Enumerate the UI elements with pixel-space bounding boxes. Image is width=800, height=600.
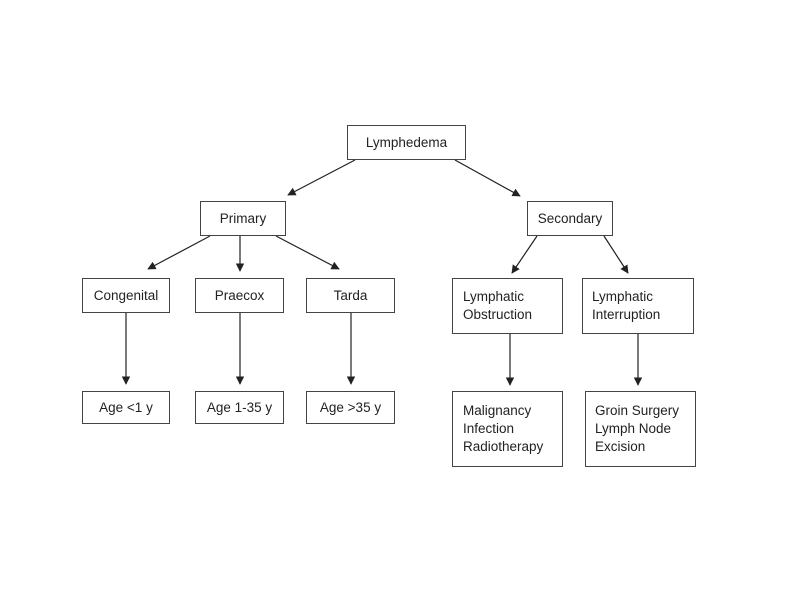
node-age-tarda: Age >35 y xyxy=(306,391,395,424)
node-lymphatic-obstruction: Lymphatic Obstruction xyxy=(452,278,563,334)
node-congenital: Congenital xyxy=(82,278,170,313)
node-praecox: Praecox xyxy=(195,278,284,313)
edge-secondary-to-lymphatic-obstruction xyxy=(511,235,538,274)
edge-lymphedema-to-primary xyxy=(287,159,356,196)
node-secondary: Secondary xyxy=(527,201,613,236)
node-lymphedema: Lymphedema xyxy=(347,125,466,160)
node-obstruction-causes: Malignancy Infection Radiotherapy xyxy=(452,391,563,467)
edge-lymphedema-to-secondary xyxy=(454,159,521,197)
node-lymphatic-interruption: Lymphatic Interruption xyxy=(582,278,694,334)
node-age-congenital: Age <1 y xyxy=(82,391,170,424)
node-primary: Primary xyxy=(200,201,286,236)
node-tarda: Tarda xyxy=(306,278,395,313)
node-interruption-causes: Groin Surgery Lymph Node Excision xyxy=(585,391,696,467)
edge-secondary-to-lymphatic-interruption xyxy=(603,235,629,274)
edge-primary-to-congenital xyxy=(147,235,211,270)
edge-primary-to-tarda xyxy=(275,235,340,270)
node-age-praecox: Age 1-35 y xyxy=(195,391,284,424)
